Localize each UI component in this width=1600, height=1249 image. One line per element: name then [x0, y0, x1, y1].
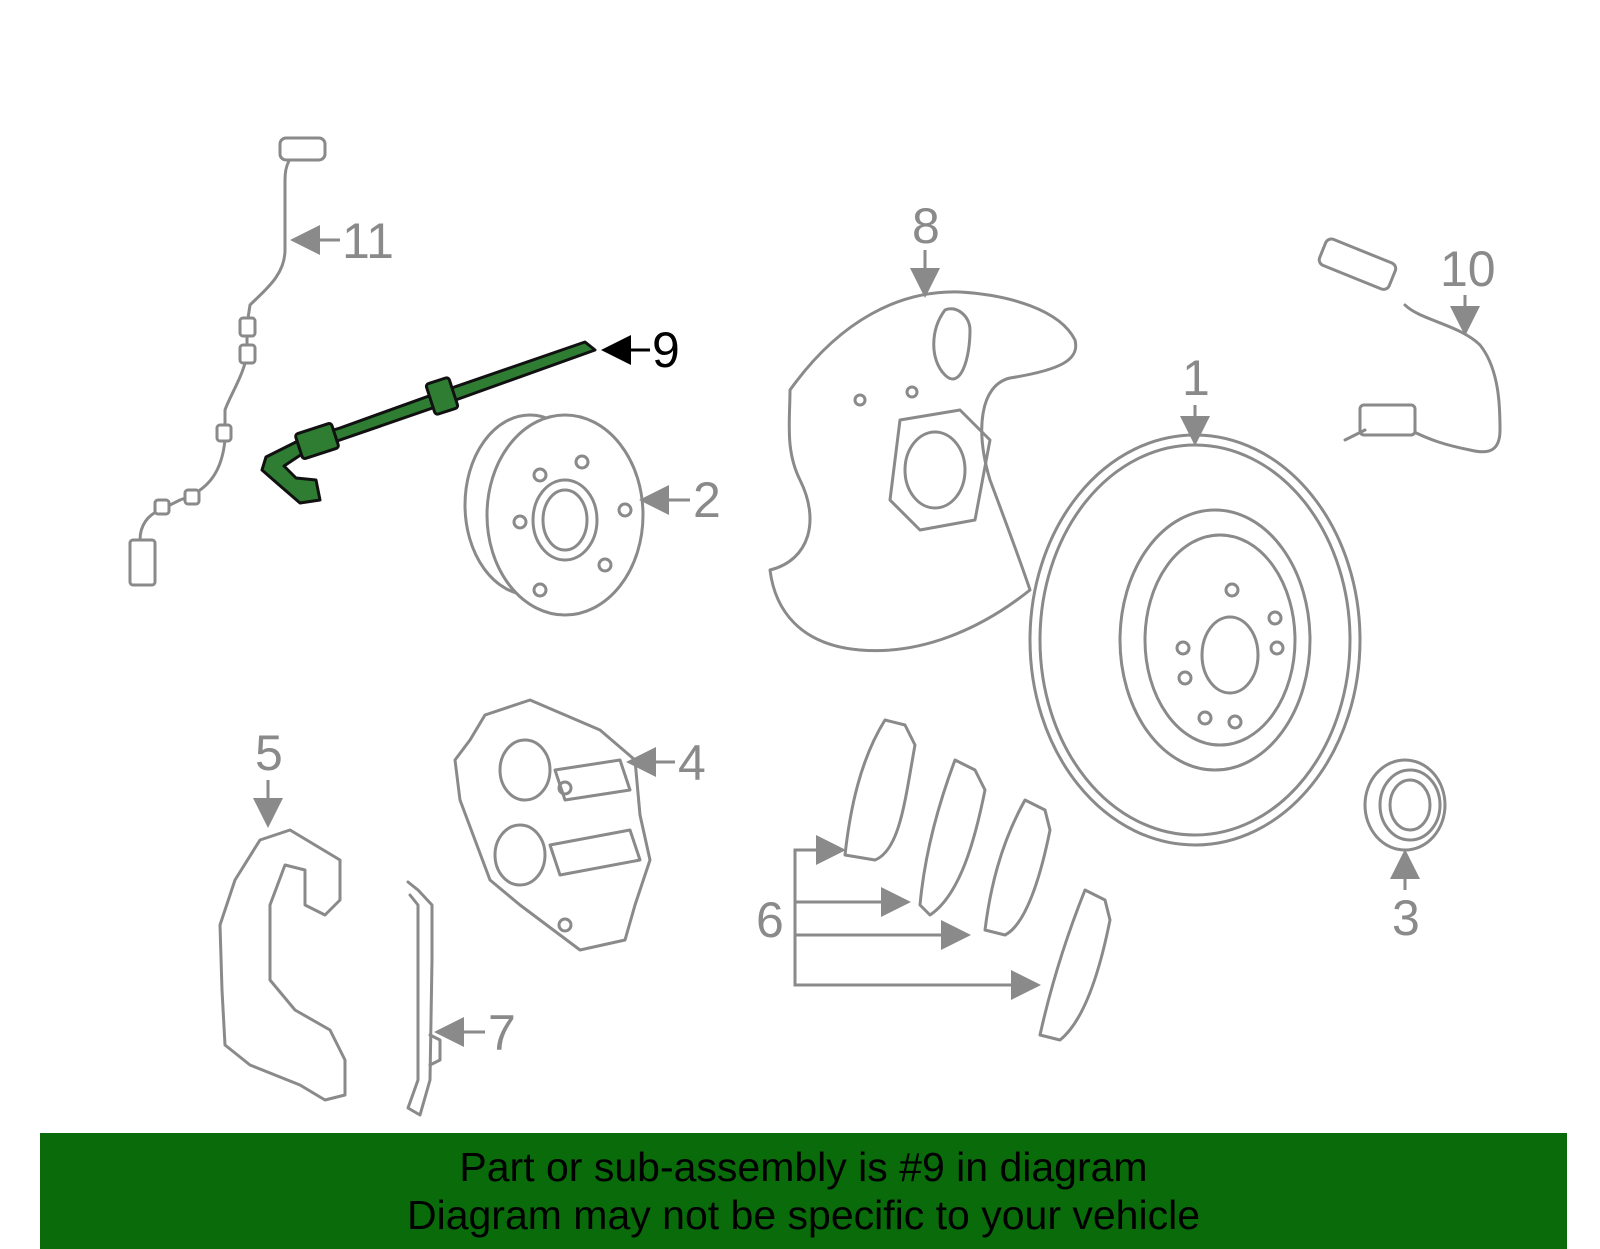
callout-5: 5 — [255, 725, 283, 781]
callout-4: 4 — [678, 735, 706, 791]
part-2-wheel-hub — [463, 413, 645, 617]
part-8-dust-shield — [768, 290, 1078, 653]
callout-8: 8 — [912, 198, 940, 254]
part-4-caliper — [453, 698, 652, 952]
info-banner: Part or sub-assembly is #9 in diagram Di… — [40, 1133, 1567, 1249]
callout-numbers: 1 2 3 4 5 6 7 8 9 10 11 — [255, 198, 1496, 1061]
part-3-bearing — [1363, 758, 1447, 852]
callout-7: 7 — [488, 1005, 516, 1061]
callout-10: 10 — [1440, 241, 1496, 297]
banner-line-1: Part or sub-assembly is #9 in diagram — [459, 1144, 1148, 1190]
part-11-abs-sensor — [128, 136, 327, 587]
callout-3: 3 — [1392, 890, 1420, 946]
callout-leaders — [253, 225, 1480, 1047]
callout-11: 11 — [342, 213, 394, 269]
part-5-caliper-bracket — [218, 828, 347, 1102]
part-7-clip — [406, 880, 442, 1117]
callout-1: 1 — [1182, 350, 1210, 406]
callout-6: 6 — [756, 892, 784, 948]
callout-2: 2 — [693, 472, 721, 528]
banner-line-2: Diagram may not be specific to your vehi… — [406, 1192, 1200, 1238]
callout-9: 9 — [652, 322, 680, 378]
part-9-brake-hose — [260, 340, 597, 505]
part-10-wear-sensor — [1317, 237, 1502, 454]
part-1-brake-rotor — [1028, 433, 1362, 847]
part-6-brake-pads — [843, 718, 1112, 1042]
